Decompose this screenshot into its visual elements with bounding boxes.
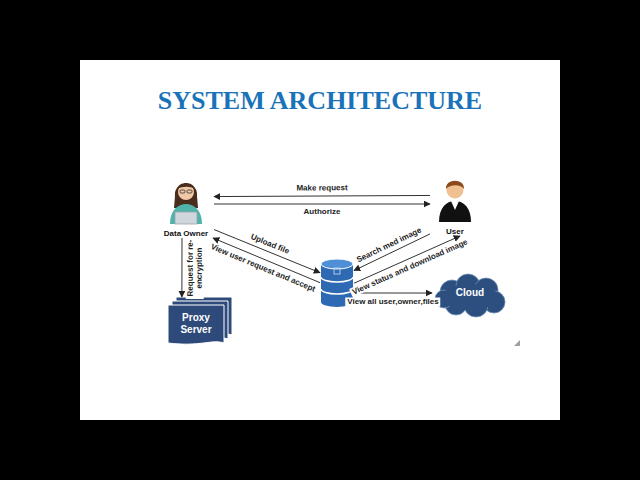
user-node: User [430, 174, 480, 236]
connector-arrow [354, 293, 432, 294]
proxy-server-box: Proxy Server [168, 297, 232, 345]
edge-label: Request for re-encryption [186, 236, 205, 298]
node-text: Cloud [432, 272, 508, 299]
connector-arrow [354, 236, 460, 283]
owner-node: Data Owner [158, 174, 214, 238]
user-icon [430, 174, 480, 236]
cloud-node: Cloud [432, 272, 508, 318]
connector-arrow [214, 204, 430, 205]
resize-mark [514, 340, 520, 346]
node-text: Proxy Server [168, 297, 224, 336]
connector-arrow [214, 195, 430, 196]
owner-icon [158, 174, 214, 238]
edge-label: Make request [294, 183, 349, 192]
node-caption: User [420, 227, 490, 236]
connector-arrow [181, 238, 182, 297]
edge-label: View all user,owner,files [345, 297, 440, 306]
edge-label: Authorize [302, 207, 343, 216]
slide-title: SYSTEM ARCHITECTURE [80, 86, 560, 116]
